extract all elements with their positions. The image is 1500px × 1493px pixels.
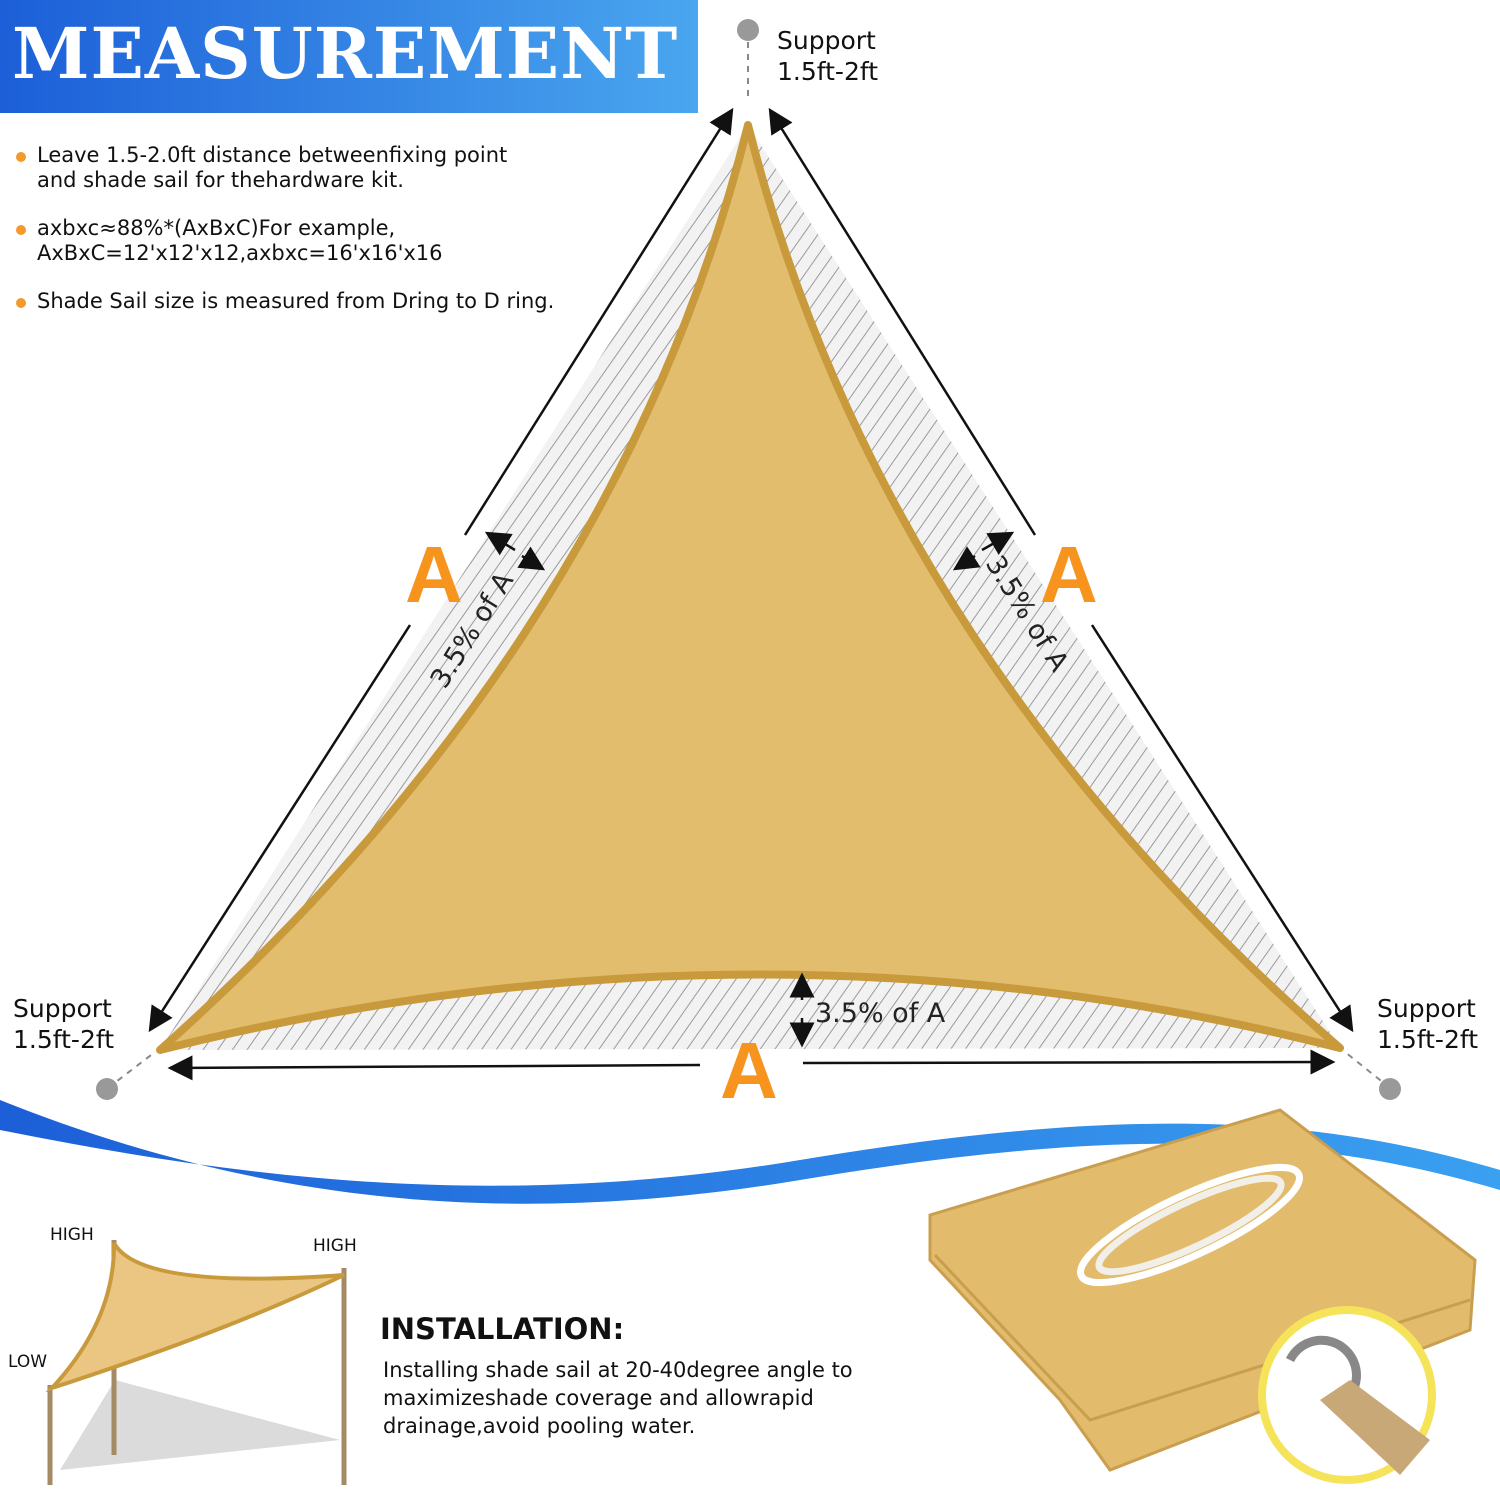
support-distance: 1.5ft-2ft xyxy=(1377,1025,1479,1054)
header-banner: MEASUREMENT xyxy=(0,0,698,113)
rope-coil xyxy=(1077,1163,1303,1287)
support-distance: 1.5ft-2ft xyxy=(777,57,879,86)
decorative-wave xyxy=(0,1100,1500,1204)
notes-list: Leave 1.5-2.0ft distance betweenfixing p… xyxy=(14,143,554,337)
shade-sail xyxy=(156,121,1344,1054)
installation-title: INSTALLATION: xyxy=(380,1312,625,1346)
side-label-bottom: A xyxy=(720,1026,778,1115)
sag-label-bottom: 3.5% of A xyxy=(815,998,946,1029)
support-point-left xyxy=(96,1078,118,1100)
note-line: axbxc≈88%*(AxBxC)For example, xyxy=(37,216,396,240)
dimension-arrows xyxy=(148,107,1354,1081)
small-sail-illustration xyxy=(45,1240,347,1485)
support-label-right: Support 1.5ft-2ft xyxy=(1377,993,1478,1055)
note-line: Shade Sail size is measured from Dring t… xyxy=(37,289,555,313)
label-high-left: HIGH xyxy=(50,1225,94,1245)
support-text: Support xyxy=(13,994,112,1023)
note-item: Shade Sail size is measured from Dring t… xyxy=(14,289,554,314)
support-point-top xyxy=(737,19,759,41)
support-text: Support xyxy=(777,26,876,55)
label-high-right: HIGH xyxy=(313,1236,357,1256)
note-item: Leave 1.5-2.0ft distance betweenfixing p… xyxy=(14,143,554,193)
folded-sail-product-image xyxy=(928,1108,1477,1484)
installation-text: Installing shade sail at 20-40degree ang… xyxy=(383,1358,853,1438)
support-label-left: Support 1.5ft-2ft xyxy=(13,993,114,1055)
note-line: AxBxC=12'x12'x12,axbxc=16'x16'x16 xyxy=(37,241,443,265)
support-point-right xyxy=(1379,1078,1401,1100)
note-item: axbxc≈88%*(AxBxC)For example, AxBxC=12'x… xyxy=(14,216,554,266)
note-line: and shade sail for thehardware kit. xyxy=(37,168,404,192)
page-title: MEASUREMENT xyxy=(12,12,679,95)
side-label-right: A xyxy=(1040,530,1098,619)
label-low: LOW xyxy=(8,1352,48,1372)
side-label-left: A xyxy=(405,530,463,619)
support-text: Support xyxy=(1377,994,1476,1023)
note-line: Leave 1.5-2.0ft distance betweenfixing p… xyxy=(37,143,508,167)
support-label-top: Support 1.5ft-2ft xyxy=(777,25,878,87)
support-distance: 1.5ft-2ft xyxy=(13,1025,115,1054)
